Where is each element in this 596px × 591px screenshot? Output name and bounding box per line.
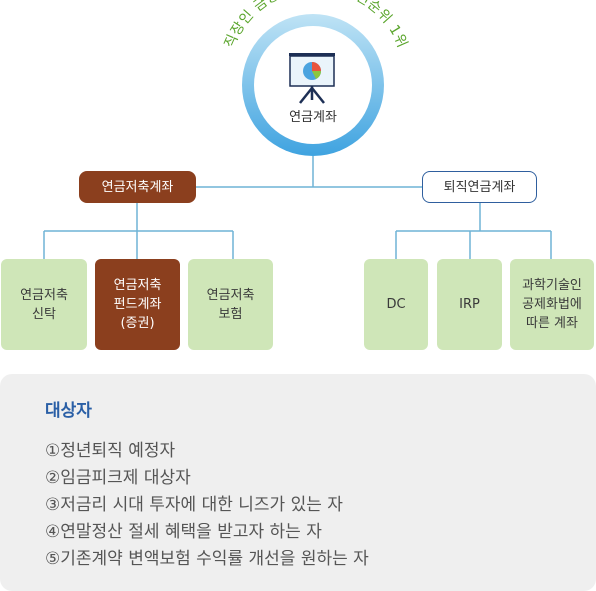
target-item: ⑤기존계약 변액보험 수익률 개선을 원하는 자 bbox=[45, 549, 369, 569]
leaf-line: 연금저축 bbox=[20, 287, 68, 303]
category-pension-savings: 연금저축계좌 bbox=[79, 171, 196, 203]
target-panel bbox=[0, 374, 596, 591]
presentation-board-icon bbox=[289, 53, 335, 104]
leaf-irp: IRP bbox=[437, 259, 502, 350]
category-pension-savings-label: 연금저축계좌 bbox=[101, 179, 174, 195]
category-retirement-pension-label: 퇴직연금계좌 bbox=[443, 179, 516, 195]
leaf-savings-insurance: 연금저축 보험 bbox=[188, 259, 273, 350]
leaf-line: (증권) bbox=[120, 316, 155, 331]
leaf-line: 공제화법에 bbox=[522, 297, 582, 312]
center-label: 연금계좌 bbox=[289, 110, 337, 125]
target-item: ③저금리 시대 투자에 대한 니즈가 있는 자 bbox=[45, 495, 343, 515]
diagram-canvas: 직장인 금융상품 점검 우선순위 1위 bbox=[43, 0, 552, 259]
leaf-line: 연금저축 bbox=[113, 278, 162, 293]
leaf-savings-fund: 연금저축 펀드계좌 (증권) bbox=[95, 259, 180, 350]
target-panel-title: 대상자 bbox=[45, 401, 92, 421]
leaf-line: 따른 계좌 bbox=[526, 316, 578, 331]
target-item: ②임금피크제 대상자 bbox=[45, 468, 191, 488]
category-retirement-pension: 퇴직연금계좌 bbox=[422, 171, 537, 203]
target-item: ①정년퇴직 예정자 bbox=[45, 441, 176, 461]
leaf-line: 보험 bbox=[218, 306, 243, 322]
target-item: ④연말정산 절세 혜택을 받고자 하는 자 bbox=[45, 522, 322, 542]
leaf-line: 과학기술인 bbox=[522, 278, 582, 293]
connector-lines bbox=[43, 156, 552, 259]
leaf-science-mutual-aid: 과학기술인 공제화법에 따른 계좌 bbox=[510, 259, 594, 350]
leaf-line: 펀드계좌 bbox=[113, 297, 162, 312]
leaf-line: DC bbox=[386, 297, 406, 312]
leaf-dc: DC bbox=[364, 259, 428, 350]
leaf-savings-trust: 연금저축 신탁 bbox=[1, 259, 87, 350]
leaf-line: 신탁 bbox=[32, 306, 56, 322]
leaf-line: 연금저축 bbox=[206, 287, 255, 303]
leaf-line: IRP bbox=[459, 297, 480, 312]
